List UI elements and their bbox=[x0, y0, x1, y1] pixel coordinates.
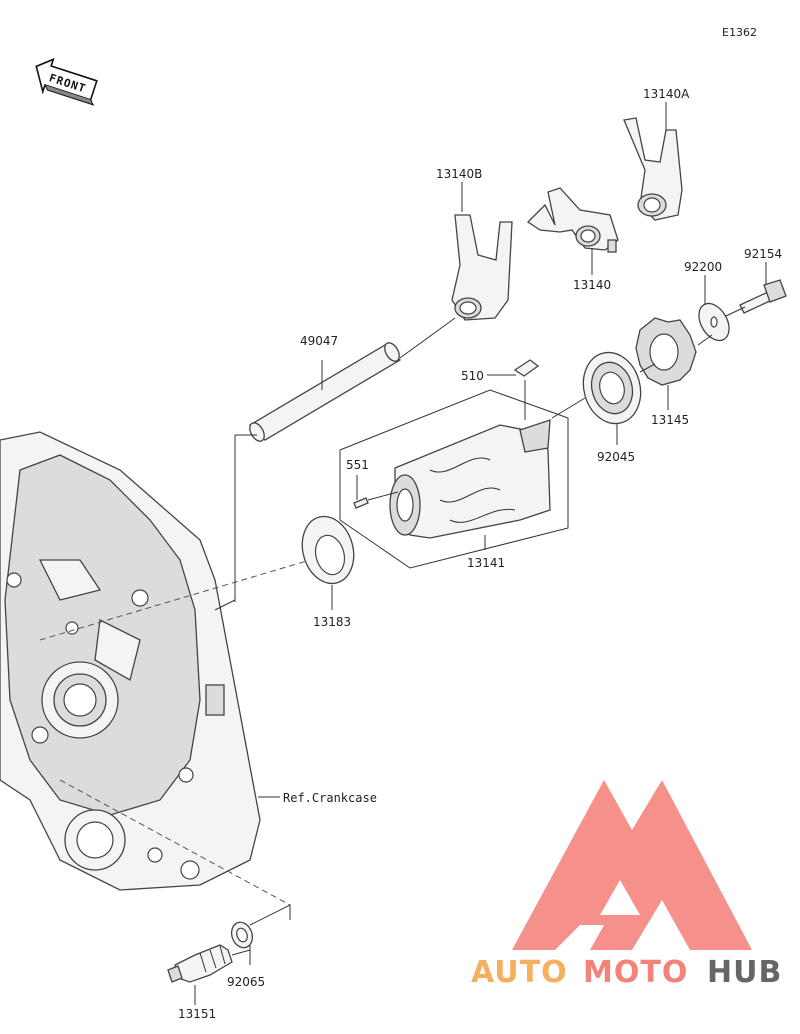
label-13140: 13140 bbox=[573, 278, 611, 292]
pin-510 bbox=[513, 359, 540, 377]
watermark-logo: AUTO MOTO HUB bbox=[471, 780, 782, 990]
label-92045: 92045 bbox=[597, 450, 635, 464]
label-13145: 13145 bbox=[651, 413, 689, 427]
label-92154: 92154 bbox=[744, 247, 782, 261]
cam-plate-13145 bbox=[635, 317, 697, 386]
pin-551 bbox=[353, 497, 369, 509]
shift-drum-13141 bbox=[339, 380, 569, 569]
label-ref-crankcase: Ref.Crankcase bbox=[283, 791, 377, 805]
shift-fork-13140a bbox=[623, 117, 683, 221]
label-13140a: 13140A bbox=[643, 87, 690, 101]
bearing-92045 bbox=[582, 351, 642, 425]
shift-fork-13140 bbox=[526, 187, 619, 253]
label-551: 551 bbox=[346, 458, 369, 472]
washer-92200 bbox=[698, 302, 730, 342]
watermark-text-moto: MOTO bbox=[583, 955, 688, 990]
crankcase-drawing bbox=[0, 431, 261, 891]
label-13140b: 13140B bbox=[436, 167, 482, 181]
label-13141: 13141 bbox=[467, 556, 505, 570]
shaft-49047 bbox=[248, 342, 402, 442]
front-arrow-icon: FRONT bbox=[35, 57, 98, 106]
switch-13151 bbox=[167, 944, 233, 983]
watermark-text-hub: HUB bbox=[707, 955, 782, 990]
watermark-text-auto: AUTO bbox=[471, 955, 568, 990]
label-49047: 49047 bbox=[300, 334, 338, 348]
shift-fork-13140b bbox=[451, 214, 513, 321]
label-13183: 13183 bbox=[313, 615, 351, 629]
washer-13183 bbox=[301, 515, 355, 585]
label-92200: 92200 bbox=[684, 260, 722, 274]
watermark-triangle-icon bbox=[512, 780, 752, 950]
bolt-92154 bbox=[739, 279, 787, 314]
label-13151: 13151 bbox=[178, 1007, 216, 1021]
label-92065: 92065 bbox=[227, 975, 265, 989]
diagram-code: E1362 bbox=[722, 26, 757, 39]
label-510: 510 bbox=[461, 369, 484, 383]
washer-92065 bbox=[230, 921, 254, 949]
